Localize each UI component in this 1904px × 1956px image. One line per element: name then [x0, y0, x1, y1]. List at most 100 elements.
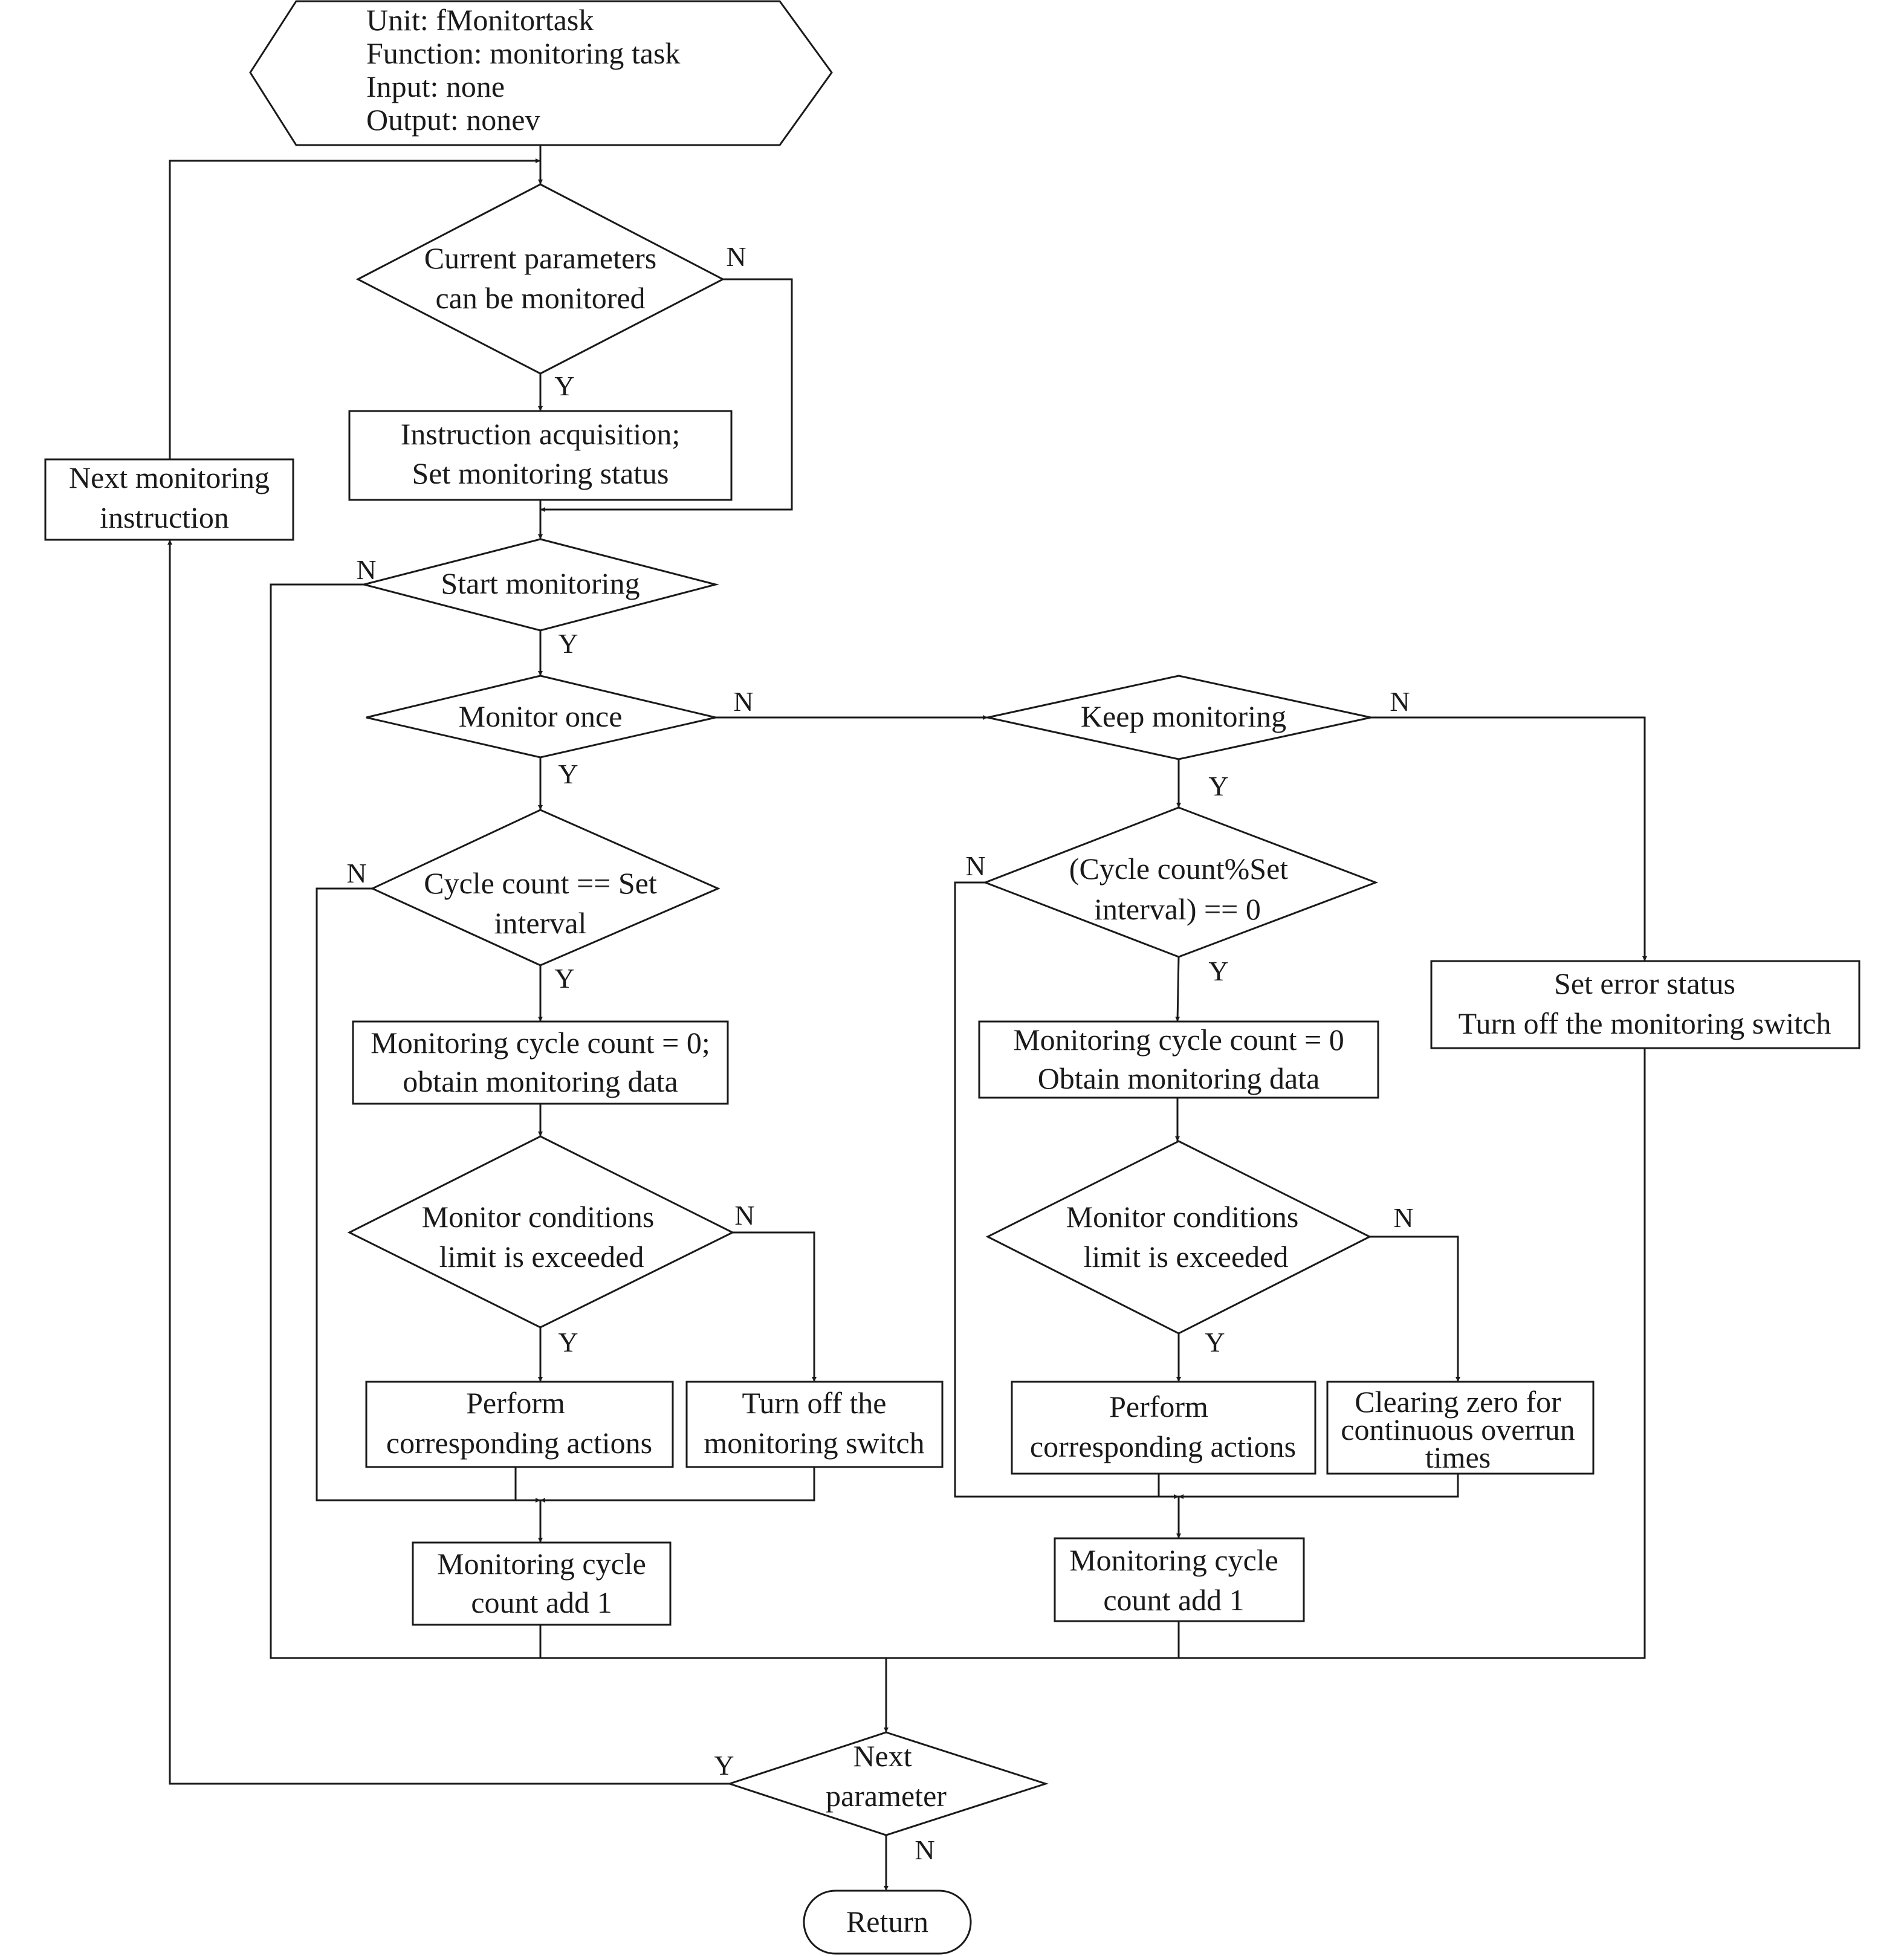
instruction-acq-line-1: Instruction acquisition; — [401, 417, 680, 451]
connector-cond-right-no — [1370, 1235, 1460, 1382]
cond-left-line-1: Monitor conditions — [422, 1200, 655, 1234]
process-next-instruction — [44, 458, 294, 541]
perform-left-line-1: Perform — [466, 1386, 565, 1420]
connector-clear-zero-down — [1179, 1474, 1459, 1499]
keep-monitoring-label: Keep monitoring — [1081, 699, 1286, 733]
label-current-no: N — [726, 241, 746, 272]
process-add-left — [412, 1541, 672, 1626]
header-text: Unit: fMonitortask Function: monitoring … — [366, 3, 680, 137]
clear-zero-line-3: times — [1425, 1440, 1491, 1474]
monitor-once-label: Monitor once — [459, 699, 623, 733]
process-perform-right — [1011, 1381, 1316, 1475]
label-once-yes: Y — [558, 759, 578, 789]
terminal-return — [803, 1890, 972, 1955]
label-cond-right-yes: Y — [1205, 1327, 1225, 1358]
decision-cond-left — [347, 1135, 735, 1329]
connector-perform-right-down — [1158, 1474, 1179, 1498]
decision-next-parameter — [727, 1731, 1049, 1836]
connector-current-no — [540, 278, 793, 512]
instruction-acq-line-2: Set monitoring status — [412, 456, 669, 490]
label-keep-yes: Y — [1208, 771, 1228, 802]
next-instruction-line-2: instruction — [100, 500, 229, 534]
shapes — [44, 0, 1860, 1955]
next-instruction-line-1: Next monitoring — [69, 461, 270, 494]
add-right-line-2: count add 1 — [1103, 1583, 1244, 1617]
decision-keep-monitoring — [987, 675, 1371, 760]
cycle-eq-line-2: interval — [494, 906, 587, 940]
set-error-line-2: Turn off the monitoring switch — [1459, 1006, 1831, 1040]
connector-next-param-yes — [167, 540, 730, 1785]
decision-cond-right — [985, 1140, 1372, 1335]
cond-left-line-2: limit is exceeded — [439, 1240, 644, 1274]
branch-labels: N Y N Y N Y N Y N Y N Y N Y N Y Y N — [346, 241, 1413, 1865]
next-param-line-1: Next — [853, 1739, 912, 1773]
process-perform-left — [365, 1381, 674, 1468]
label-start-no: N — [356, 554, 376, 585]
label-keep-no: N — [1390, 686, 1410, 717]
process-turn-off-left — [685, 1381, 944, 1468]
label-current-yes: Y — [554, 371, 574, 401]
obtain-right-line-1: Monitoring cycle count = 0 — [1013, 1023, 1344, 1057]
connector-start-no — [270, 583, 886, 1659]
next-param-line-2: parameter — [826, 1779, 947, 1813]
header-unit: Unit: fMonitortask — [366, 3, 594, 37]
header-function: Function: monitoring task — [366, 36, 680, 70]
cycle-mod-line-2: interval) == 0 — [1094, 892, 1261, 926]
label-cycle-eq-yes: Y — [554, 963, 574, 994]
turn-off-left-line-2: monitoring switch — [704, 1426, 924, 1460]
label-cond-left-no: N — [734, 1200, 754, 1231]
decision-start-monitoring — [360, 538, 719, 632]
set-error-line-1: Set error status — [1554, 967, 1735, 1000]
add-left-line-1: Monitoring cycle — [437, 1547, 646, 1581]
process-instruction-acquisition — [348, 410, 733, 501]
cond-right-line-1: Monitor conditions — [1066, 1200, 1299, 1234]
clear-zero-line-1: Clearing zero for — [1355, 1385, 1561, 1419]
start-monitoring-label: Start monitoring — [441, 566, 640, 600]
perform-left-line-2: corresponding actions — [386, 1426, 652, 1460]
clear-zero-line-2: continuous overrun — [1341, 1413, 1575, 1446]
label-start-yes: Y — [558, 628, 578, 659]
cycle-mod-line-1: (Cycle count%Set — [1069, 852, 1289, 886]
connector-cycle-mod-no — [954, 881, 1179, 1499]
add-right-line-1: Monitoring cycle — [1069, 1543, 1278, 1577]
process-set-error — [1430, 960, 1860, 1049]
obtain-left-line-2: obtain monitoring data — [403, 1064, 678, 1098]
label-once-no: N — [733, 686, 753, 717]
add-left-line-2: count add 1 — [471, 1585, 612, 1619]
header-hexagon — [249, 0, 833, 146]
label-next-param-no: N — [915, 1835, 934, 1865]
process-add-right — [1054, 1537, 1305, 1622]
obtain-left-line-1: Monitoring cycle count = 0; — [371, 1026, 710, 1060]
header-input: Input: none — [366, 70, 505, 103]
current-params-line-2: can be monitored — [435, 281, 645, 315]
label-cycle-mod-no: N — [965, 850, 985, 881]
connector-cycle-eq-no — [316, 887, 540, 1503]
connector-perform-left-down — [514, 1467, 540, 1501]
obtain-right-line-2: Obtain monitoring data — [1038, 1061, 1320, 1095]
label-next-param-yes: Y — [714, 1750, 734, 1781]
cycle-eq-line-1: Cycle count == Set — [424, 866, 657, 900]
decision-monitor-once — [366, 675, 716, 759]
connector-cycle-mod-yes — [1175, 956, 1180, 1022]
node-text: Current parameters can be monitored Inst… — [69, 241, 1831, 1938]
process-obtain-right — [978, 1020, 1379, 1099]
label-cond-left-yes: Y — [558, 1327, 578, 1358]
header-output: Output: nonev — [366, 103, 540, 137]
turn-off-left-line-1: Turn off the — [742, 1386, 887, 1420]
decision-cycle-mod — [982, 806, 1379, 958]
connector-keep-no — [1371, 716, 1647, 961]
decision-cycle-eq — [370, 809, 720, 967]
label-cycle-eq-no: N — [346, 858, 366, 889]
connector-turn-off-left-down — [540, 1467, 815, 1503]
return-label: Return — [846, 1905, 928, 1938]
perform-right-line-1: Perform — [1109, 1390, 1208, 1423]
connector-error-to-bus — [886, 1048, 1646, 1659]
cond-right-line-2: limit is exceeded — [1084, 1240, 1289, 1274]
label-cond-right-no: N — [1393, 1202, 1413, 1233]
decision-current-parameters — [355, 183, 725, 375]
connector-cond-left-no — [733, 1231, 817, 1382]
current-params-line-1: Current parameters — [424, 241, 657, 275]
process-obtain-left — [352, 1020, 729, 1105]
label-cycle-mod-yes: Y — [1208, 956, 1228, 986]
